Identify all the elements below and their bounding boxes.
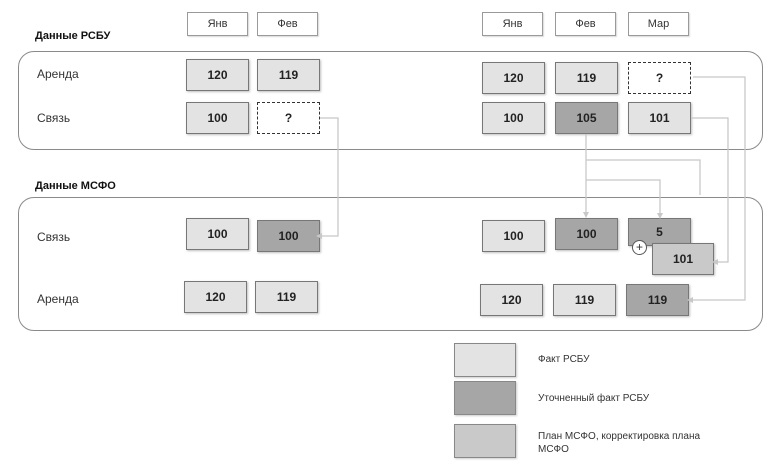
month-header-feb-left: Фев	[257, 12, 318, 36]
rsbu-comm-feb-right: 105	[555, 102, 618, 134]
legend-label-fact: Факт РСБУ	[538, 354, 590, 365]
connector-rent-mar	[691, 76, 746, 301]
month-header-mar-right: Мар	[628, 12, 689, 36]
legend-swatch-refined	[454, 381, 516, 415]
msfo-row-label-rent: Аренда	[37, 292, 79, 306]
legend-swatch-plan	[454, 424, 516, 458]
msfo-row-label-comm: Связь	[37, 230, 71, 244]
msfo-rent-mar-right: 119	[626, 284, 689, 316]
connector-refined-mar	[586, 179, 661, 216]
month-header-jan-right: Янв	[482, 12, 543, 36]
rsbu-rent-feb-left: 119	[257, 59, 320, 91]
msfo-comm-correction-box: 101	[652, 243, 714, 275]
connector-mid	[586, 159, 701, 195]
rsbu-comm-mar-right: 101	[628, 102, 691, 134]
rsbu-section-title: Данные РСБУ	[35, 30, 111, 42]
rsbu-comm-jan-right: 100	[482, 102, 545, 134]
rsbu-comm-feb-left-unknown: ?	[257, 102, 320, 134]
rsbu-comm-jan-left: 100	[186, 102, 249, 134]
rsbu-row-label-comm: Связь	[37, 111, 71, 125]
rsbu-rent-jan-right: 120	[482, 62, 545, 94]
legend-label-plan: План МСФО, корректировка плана МСФО	[538, 431, 701, 455]
month-header-feb-right: Фев	[555, 12, 616, 36]
arrowhead-refined-feb	[583, 212, 589, 218]
rsbu-rent-mar-right-unknown: ?	[628, 62, 691, 94]
connector-comm-feb	[320, 117, 339, 237]
msfo-comm-jan-left: 100	[186, 218, 249, 250]
arrowhead-refined-mar	[657, 213, 663, 219]
month-header-jan-left: Янв	[187, 12, 248, 36]
msfo-comm-feb-left: 100	[257, 220, 320, 252]
plus-icon: +	[632, 240, 647, 255]
rsbu-rent-feb-right: 119	[555, 62, 618, 94]
msfo-comm-jan-right: 100	[482, 220, 545, 252]
arrowhead-rent-mar	[687, 297, 693, 303]
msfo-comm-feb-right: 100	[555, 218, 618, 250]
msfo-rent-jan-right: 120	[480, 284, 543, 316]
msfo-rent-feb-left: 119	[255, 281, 318, 313]
rsbu-row-label-rent: Аренда	[37, 67, 79, 81]
legend-swatch-fact	[454, 343, 516, 377]
rsbu-rent-jan-left: 120	[186, 59, 249, 91]
msfo-section-title: Данные МСФО	[35, 180, 116, 192]
arrowhead-comm-mar	[712, 259, 718, 265]
legend-label-refined: Уточненный факт РСБУ	[538, 393, 650, 404]
arrowhead-comm-feb	[316, 233, 322, 239]
msfo-rent-feb-right: 119	[553, 284, 616, 316]
msfo-rent-jan-left: 120	[184, 281, 247, 313]
connector-comm-mar	[691, 117, 729, 263]
